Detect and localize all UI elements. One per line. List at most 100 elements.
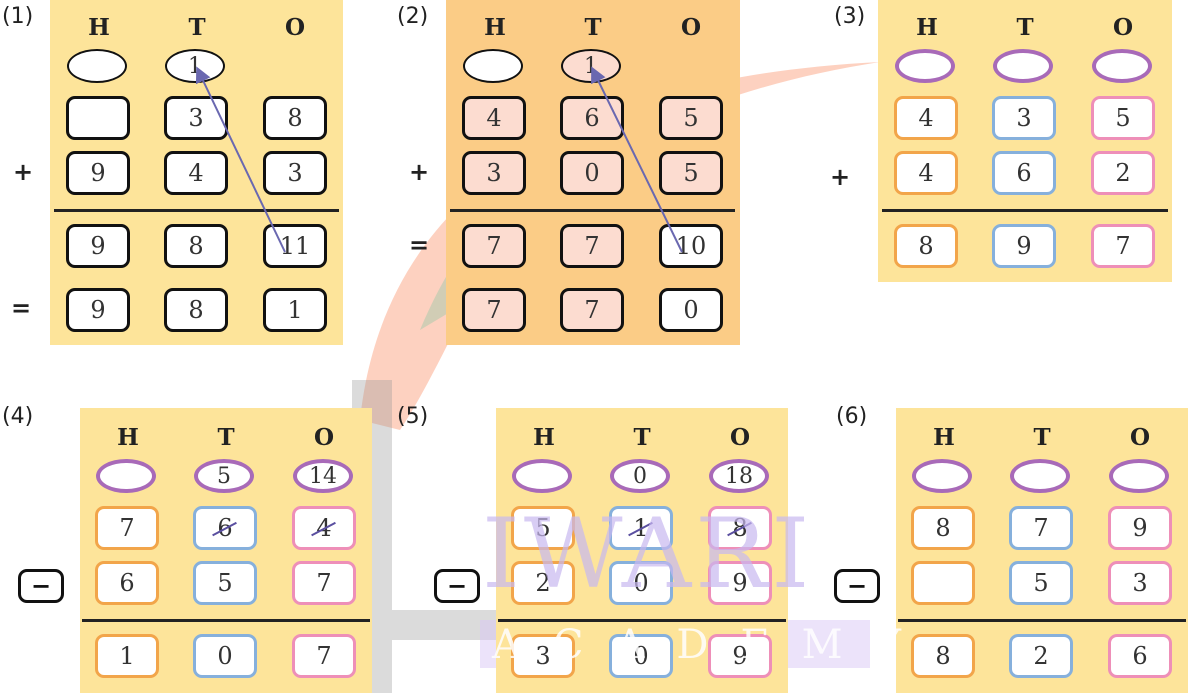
digit-box: 3 — [511, 634, 575, 678]
digit-box: 7 — [292, 634, 356, 678]
equals-sign: = — [11, 294, 32, 322]
digit-box: 6 — [95, 561, 159, 605]
header-ones: O — [729, 424, 751, 451]
carry-arrow — [195, 66, 286, 253]
borrow-tens: 0 — [610, 459, 670, 493]
digit-box: 7 — [1091, 224, 1155, 268]
plus-sign: + — [830, 163, 851, 191]
header-hundreds: H — [933, 424, 955, 451]
sum-line — [54, 209, 339, 212]
equals-sign: = — [409, 231, 430, 259]
header-tens: T — [188, 14, 206, 41]
digit-box: 7 — [95, 506, 159, 550]
carry-hundreds — [463, 49, 523, 83]
watermark-text: IWARI — [482, 498, 814, 610]
borrow-hundreds — [512, 459, 572, 493]
digit-box: 7 — [560, 224, 624, 268]
digit-box: 0 — [609, 561, 673, 605]
digit-box: 8 — [263, 96, 327, 140]
digit-box-crossed: 6 — [193, 506, 257, 550]
header-ones: O — [1129, 424, 1151, 451]
digit-box: 9 — [992, 224, 1056, 268]
header-hundreds: H — [484, 14, 506, 41]
header-hundreds: H — [916, 14, 938, 41]
header-tens: T — [584, 14, 602, 41]
digit-box: 1 — [95, 634, 159, 678]
crossed-digit: 6 — [217, 514, 233, 542]
digit-box: 7 — [560, 288, 624, 332]
digit-box: 9 — [66, 224, 130, 268]
digit-box: 9 — [66, 288, 130, 332]
digit-box: 5 — [193, 561, 257, 605]
crossed-digit: 4 — [316, 514, 332, 542]
header-tens: T — [217, 424, 235, 451]
sum-line — [450, 209, 735, 212]
header-hundreds: H — [117, 424, 139, 451]
digit-box: 5 — [659, 151, 723, 195]
problem-label: (2) — [397, 4, 429, 29]
carry-hundreds — [67, 49, 127, 83]
digit-box: 4 — [894, 96, 958, 140]
digit-box: 2 — [1009, 634, 1073, 678]
digit-box: 2 — [511, 561, 575, 605]
digit-box: 8 — [164, 288, 228, 332]
header-tens: T — [1033, 424, 1051, 451]
digit-box: 5 — [1091, 96, 1155, 140]
digit-box: 0 — [193, 634, 257, 678]
digit-box: 7 — [292, 561, 356, 605]
digit-box-crossed: 1 — [609, 506, 673, 550]
plus-sign: + — [409, 158, 430, 186]
header-ones: O — [680, 14, 702, 41]
minus-sign: − — [18, 569, 64, 603]
digit-box: 3 — [1108, 561, 1172, 605]
carry-tens — [993, 49, 1053, 83]
digit-box — [911, 561, 975, 605]
difference-line — [498, 619, 786, 622]
digit-box: 3 — [992, 96, 1056, 140]
digit-box: 3 — [164, 96, 228, 140]
digit-box: 8 — [164, 224, 228, 268]
carry-ones — [1092, 49, 1152, 83]
digit-box: 8 — [911, 634, 975, 678]
digit-box — [66, 96, 130, 140]
problem-label: (4) — [2, 404, 34, 429]
digit-box: 7 — [462, 288, 526, 332]
header-hundreds: H — [88, 14, 110, 41]
carry-hundreds — [895, 49, 955, 83]
digit-box: 10 — [659, 224, 723, 268]
digit-box: 8 — [894, 224, 958, 268]
digit-box: 0 — [560, 151, 624, 195]
digit-box: 9 — [708, 561, 772, 605]
header-tens: T — [1016, 14, 1034, 41]
digit-box-crossed: 4 — [292, 506, 356, 550]
digit-box: 9 — [708, 634, 772, 678]
borrow-tens: 5 — [194, 459, 254, 493]
digit-box: 7 — [462, 224, 526, 268]
borrow-ones: 14 — [293, 459, 353, 493]
digit-box: 2 — [1091, 151, 1155, 195]
digit-box: 3 — [462, 151, 526, 195]
digit-box: 5 — [511, 506, 575, 550]
problem-label: (1) — [2, 4, 34, 29]
digit-box: 4 — [164, 151, 228, 195]
digit-box: 8 — [911, 506, 975, 550]
problem-label: (3) — [834, 4, 866, 29]
digit-box: 9 — [66, 151, 130, 195]
problem-label: (6) — [836, 404, 868, 429]
header-hundreds: H — [533, 424, 555, 451]
header-ones: O — [284, 14, 306, 41]
digit-box: 9 — [1108, 506, 1172, 550]
borrow-ones: 18 — [709, 459, 769, 493]
borrow-ones — [1109, 459, 1169, 493]
minus-sign: − — [434, 569, 480, 603]
digit-box-crossed: 8 — [708, 506, 772, 550]
crossed-digit: 8 — [732, 514, 748, 542]
plus-sign: + — [13, 158, 34, 186]
digit-box: 5 — [1009, 561, 1073, 605]
digit-box: 0 — [659, 288, 723, 332]
borrow-tens — [1010, 459, 1070, 493]
digit-box: 5 — [659, 96, 723, 140]
digit-box: 1 — [263, 288, 327, 332]
sum-line — [882, 209, 1168, 212]
